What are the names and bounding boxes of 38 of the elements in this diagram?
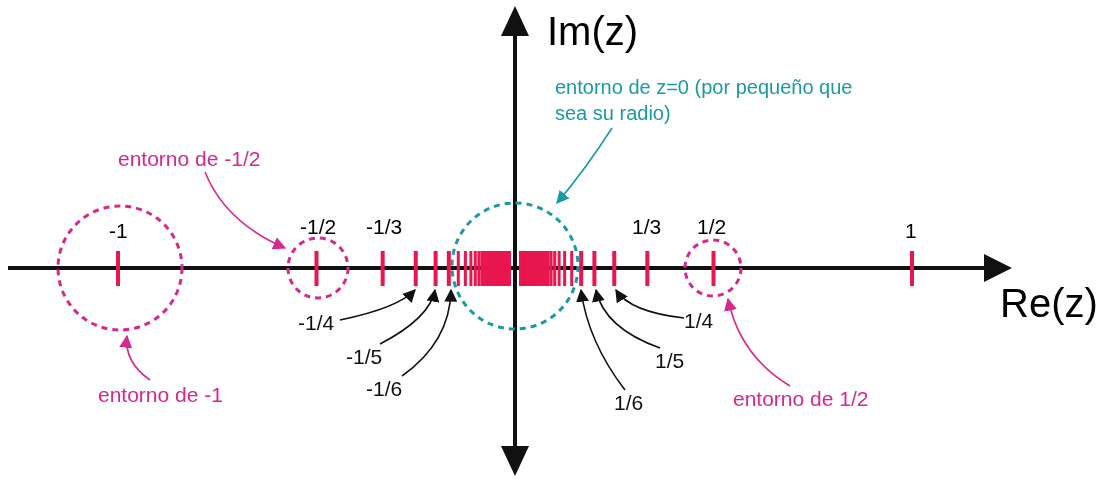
axis-label: Re(z) — [1000, 280, 1098, 326]
leader-arrow — [576, 288, 626, 391]
tick-label: -1 — [109, 218, 128, 244]
annotation-text: entorno de z=0 (por pequeño que sea su radio) — [555, 74, 855, 126]
leader-arrow — [339, 289, 416, 321]
tick-mark — [413, 251, 418, 286]
dashed-neighborhood-circle — [56, 204, 184, 332]
dashed-neighborhood-circle — [683, 238, 743, 298]
dashed-neighborhood-circle — [286, 236, 350, 300]
leader-arrow — [204, 171, 287, 249]
tick-label: 1/2 — [697, 214, 727, 240]
leader-arrow — [556, 127, 613, 204]
tick-label: -1/6 — [366, 376, 403, 402]
tick-label: -1/5 — [346, 344, 383, 370]
tick-label: -1/2 — [300, 214, 337, 240]
tick-mark — [592, 251, 597, 286]
tick-mark — [579, 251, 584, 286]
tick-mark — [612, 251, 617, 286]
tick-label: -1/3 — [366, 214, 403, 240]
tick-label: 1 — [905, 218, 917, 244]
leader-arrow — [592, 288, 661, 349]
annotation-text: entorno de 1/2 — [733, 386, 869, 412]
tick-label: -1/4 — [298, 310, 335, 336]
dashed-neighborhood-circle — [450, 201, 580, 331]
leader-arrow — [379, 288, 439, 345]
axis-label: Im(z) — [547, 8, 639, 54]
tick-label: 1/4 — [684, 308, 714, 334]
tick-mark — [433, 251, 438, 286]
tick-mark — [446, 251, 451, 286]
leader-arrow — [401, 288, 457, 377]
tick-label: 1/6 — [614, 390, 644, 416]
leader-arrow — [119, 334, 151, 381]
tick-label: 1/3 — [632, 214, 662, 240]
annotation-text: entorno de -1 — [98, 382, 223, 408]
leader-arrow — [615, 288, 685, 319]
annotation-text: entorno de -1/2 — [118, 146, 261, 172]
leader-arrow — [724, 297, 791, 387]
tick-label: 1/5 — [655, 348, 685, 374]
